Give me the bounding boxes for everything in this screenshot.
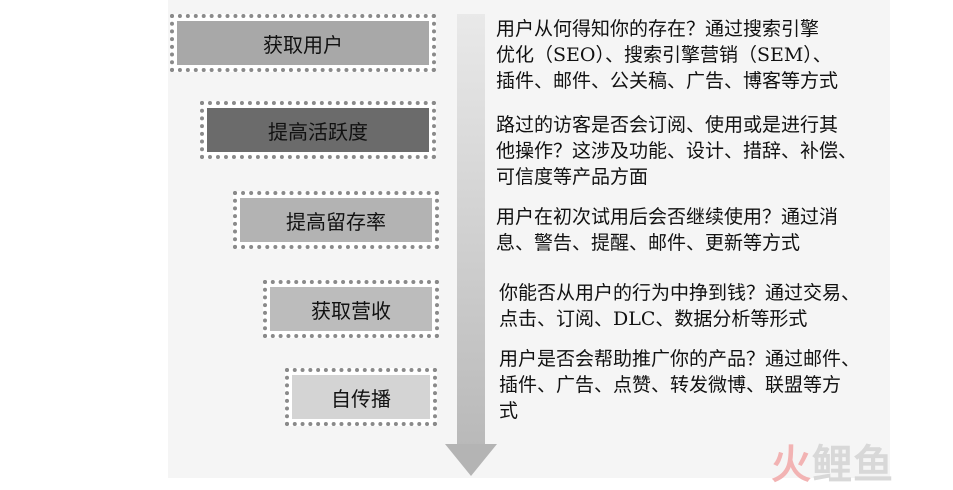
desc-line: 用户从何得知你的存在？通过搜索引擎 — [496, 18, 820, 40]
desc-line: 路过的访客是否会订阅、使用或是进行其 — [496, 114, 839, 136]
stage-box-referral: 自传播 — [285, 368, 437, 426]
stage-box-acquisition: 获取用户 — [170, 14, 436, 72]
stage-description-retention: 用户在初次试用后会否继续使用？通过消 息、警告、提醒、邮件、更新等方式 — [496, 204, 838, 256]
stage-label: 获取营收 — [311, 298, 391, 323]
watermark-part-1: 火 — [771, 442, 812, 488]
desc-line: 插件、广告、点赞、转发微博、联盟等方 — [499, 374, 842, 396]
desc-line: 式 — [499, 400, 519, 422]
desc-line: 你能否从用户的行为中挣到钱？通过交易、 — [499, 282, 861, 304]
desc-line: 插件、邮件、公关稿、广告、博客等方式 — [496, 70, 839, 92]
desc-line: 息、警告、提醒、邮件、更新等方式 — [496, 232, 801, 254]
desc-line: 点击、订阅、DLC、数据分析等形式 — [499, 308, 808, 330]
stage-box-revenue: 获取营收 — [263, 280, 439, 338]
stage-box-retention: 提高留存率 — [233, 191, 439, 249]
down-arrow-head-icon — [445, 444, 497, 476]
desc-line: 他操作？这涉及功能、设计、措辞、补偿、 — [496, 140, 858, 162]
watermark-logo: 火鲤鱼 — [771, 432, 894, 490]
desc-line: 用户是否会帮助推广你的产品？通过邮件、 — [499, 348, 861, 370]
stage-label: 提高活跃度 — [268, 119, 368, 144]
stage-description-activation: 路过的访客是否会订阅、使用或是进行其 他操作？这涉及功能、设计、措辞、补偿、 可… — [496, 112, 857, 190]
desc-line: 优化（SEO）、搜索引擎营销（SEM）、 — [496, 44, 832, 66]
stage-fill: 提高留存率 — [240, 198, 432, 242]
stage-label: 自传播 — [331, 386, 391, 411]
stage-fill: 自传播 — [292, 375, 430, 419]
stage-label: 获取用户 — [263, 32, 343, 57]
desc-line: 可信度等产品方面 — [496, 166, 649, 188]
stage-fill: 获取用户 — [177, 21, 429, 65]
desc-line: 用户在初次试用后会否继续使用？通过消 — [496, 206, 839, 228]
watermark-part-2: 鲤鱼 — [812, 442, 894, 488]
down-arrow-shaft — [457, 14, 485, 446]
stage-description-acquisition: 用户从何得知你的存在？通过搜索引擎 优化（SEO）、搜索引擎营销（SEM）、 插… — [496, 16, 838, 94]
stage-box-activation: 提高活跃度 — [200, 101, 436, 159]
stage-fill: 提高活跃度 — [207, 108, 429, 152]
stage-description-revenue: 你能否从用户的行为中挣到钱？通过交易、 点击、订阅、DLC、数据分析等形式 — [499, 280, 860, 332]
stage-description-referral: 用户是否会帮助推广你的产品？通过邮件、 插件、广告、点赞、转发微博、联盟等方 式 — [499, 346, 860, 424]
stage-fill: 获取营收 — [270, 287, 432, 331]
stage-label: 提高留存率 — [286, 209, 386, 234]
